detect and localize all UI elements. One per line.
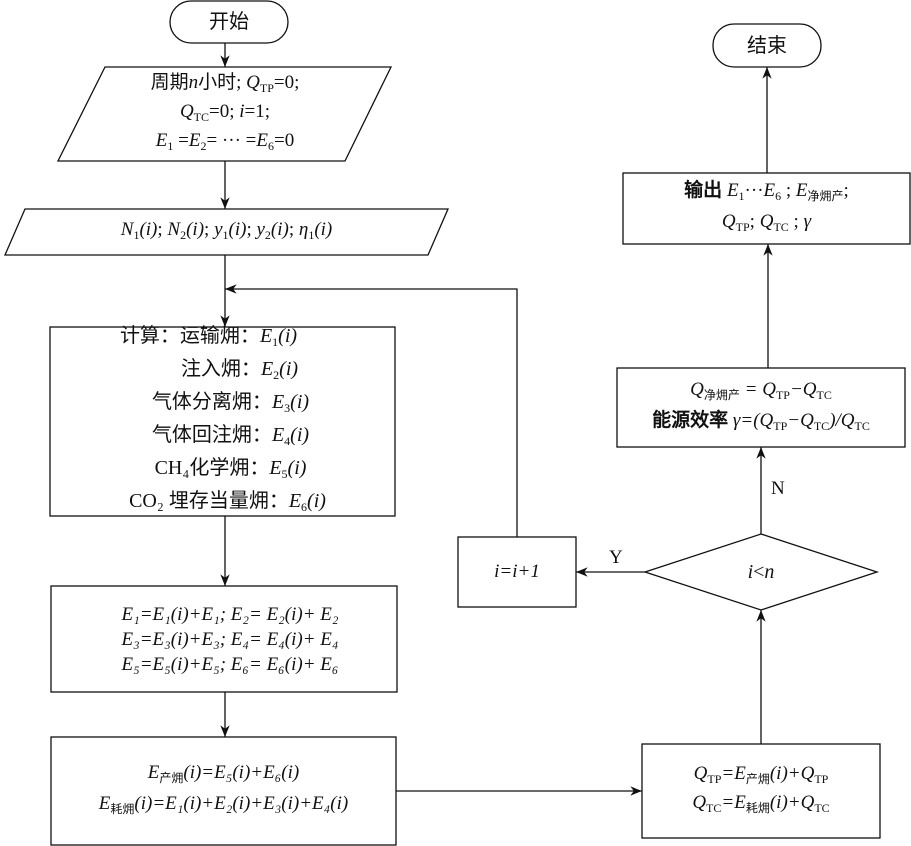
input-line: N1(i); N2(i); y1(i); y2(i); η1(i) bbox=[120, 218, 333, 242]
increment-block: i=i+1 bbox=[458, 537, 576, 607]
calc-line-4: 气体回注㶲：E4(i) bbox=[151, 424, 310, 448]
calc-block: 计算：运输㶲：E1(i) 注入㶲：E2(i) 气体分离㶲：E3(i) 气体回注㶲… bbox=[50, 325, 395, 514]
start-terminal: 开始 bbox=[170, 1, 288, 43]
init-line-3: E1 =E2= ··· =E6=0 bbox=[155, 129, 295, 153]
end-label: 结束 bbox=[747, 34, 787, 57]
calc-line-1: 计算：运输㶲：E1(i) bbox=[119, 325, 298, 349]
exergy-consumed-line: E耗㶲(i)=E₁(i)+E₂(i)+E₃(i)+E₄(i) bbox=[98, 793, 349, 816]
increment-label: i=i+1 bbox=[494, 561, 540, 582]
q-update-block: QTP=E产㶲(i)+QTP QTC=E耗㶲(i)+QTC bbox=[642, 744, 880, 838]
init-line-2: QTC=0; i=1; bbox=[179, 100, 271, 124]
accumulate-line-1: E₁=E₁(i)+E₁; E₂= E₂(i)+ E₂ bbox=[121, 603, 339, 625]
accumulate-line-3: E₅=E₅(i)+E₅; E₆= E₆(i)+ E₆ bbox=[121, 653, 339, 675]
input-block: N1(i); N2(i); y1(i); y2(i); η1(i) bbox=[25, 209, 428, 255]
init-line-1: 周期n小时; QTP=0; bbox=[150, 71, 300, 95]
output-line-1: 输出 E1···E6 ; E净㶲产; bbox=[684, 179, 849, 203]
accumulate-box-shape bbox=[50, 585, 398, 693]
arrow-increment-loop-back bbox=[225, 284, 518, 537]
accumulate-line-2: E₃=E₃(i)+E₃; E₄= E₄(i)+ E₄ bbox=[121, 628, 339, 650]
exergy-split-block: E产㶲(i)=E₅(i)+E₆(i) E耗㶲(i)=E₁(i)+E₂(i)+E₃… bbox=[51, 737, 396, 845]
decision-yes-label: Y bbox=[609, 547, 623, 568]
output-line-2: QTP; QTC ; γ bbox=[721, 210, 812, 234]
init-parallelogram-shape bbox=[56, 66, 393, 162]
calc-line-6: CO₂ 埋存当量㶲：E6(i) bbox=[129, 490, 326, 514]
energy-efficiency-line: 能源效率 γ=(QTP−QTC)/QTC bbox=[652, 409, 870, 433]
decision-block: i<n bbox=[700, 556, 822, 588]
net-exergy-line: Q净㶲产 = QTP−QTC bbox=[690, 378, 832, 402]
calc-line-3: 气体分离㶲：E3(i) bbox=[151, 391, 310, 415]
q-tc-update-line: QTC=E耗㶲(i)+QTC bbox=[692, 792, 830, 815]
q-tp-update-line: QTP=E产㶲(i)+QTP bbox=[693, 763, 829, 786]
decision-condition: i<n bbox=[747, 561, 775, 583]
end-terminal: 结束 bbox=[713, 24, 821, 67]
calc-box-shape bbox=[49, 326, 396, 517]
init-block: 周期n小时; QTP=0; QTC=0; i=1; E1 =E2= ··· =E… bbox=[90, 70, 360, 158]
start-label: 开始 bbox=[209, 11, 249, 33]
input-parallelogram-shape bbox=[4, 208, 449, 256]
decision-no-label: N bbox=[771, 478, 785, 499]
exergy-produced-line: E产㶲(i)=E₅(i)+E₆(i) bbox=[147, 762, 300, 785]
calc-line-5: CH₄化学㶲：E5(i) bbox=[154, 457, 307, 481]
calc-line-2: 注入㶲：E2(i) bbox=[180, 358, 299, 382]
accumulate-block: E₁=E₁(i)+E₁; E₂= E₂(i)+ E₂ E₃=E₃(i)+E₃; … bbox=[60, 586, 400, 692]
output-block: 输出 E1···E6 ; E净㶲产; QTP; QTC ; γ bbox=[623, 173, 910, 244]
start-terminal-shape bbox=[169, 0, 289, 44]
net-block: Q净㶲产 = QTP−QTC 能源效率 γ=(QTP−QTC)/QTC bbox=[617, 368, 905, 447]
